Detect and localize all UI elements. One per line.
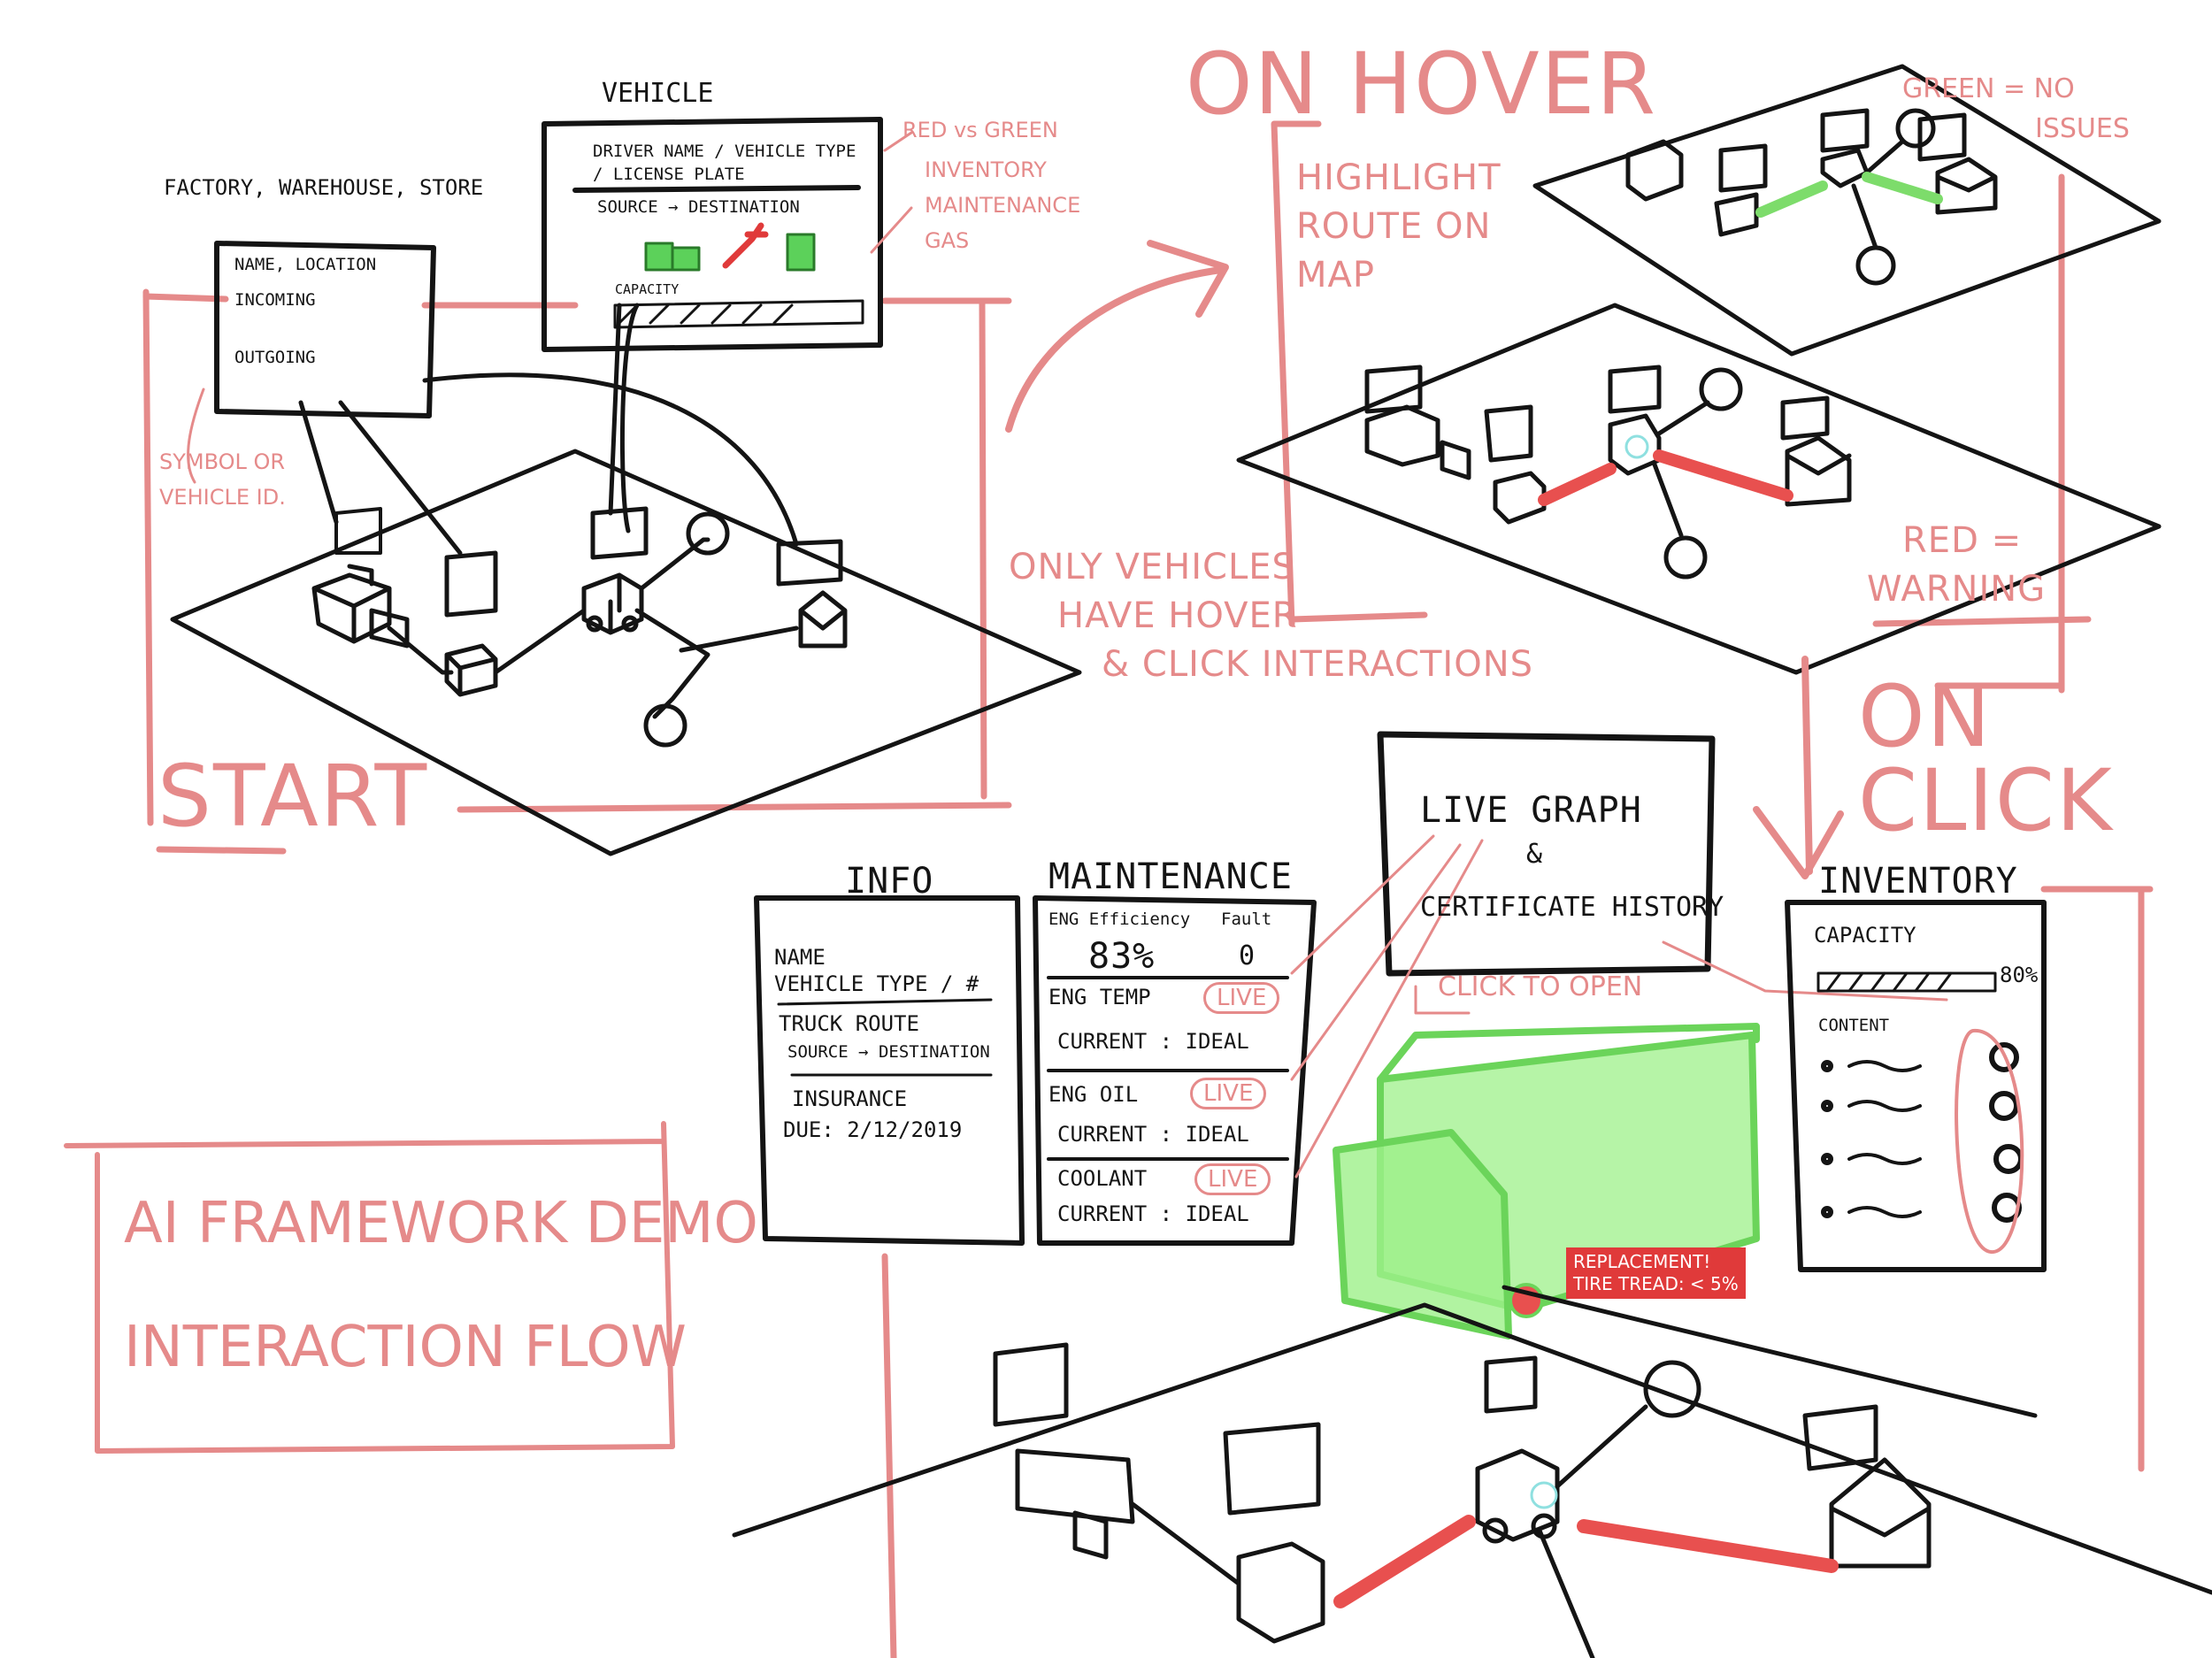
vehicle-card-frame bbox=[541, 117, 883, 352]
inventory-card-frame bbox=[1785, 900, 2047, 1272]
eng-efficiency-value: 83% bbox=[1088, 936, 1156, 977]
alert-line-1: REPLACEMENT! bbox=[1573, 1251, 1711, 1272]
click-title-1: ON bbox=[1858, 667, 1993, 766]
factory-card-incoming: INCOMING bbox=[234, 290, 316, 310]
start-title: START bbox=[157, 747, 429, 846]
note-symbol-1: SYMBOL OR bbox=[159, 449, 286, 474]
factory-caption: FACTORY, WAREHOUSE, STORE bbox=[164, 175, 484, 200]
info-truck-route: TRUCK ROUTE bbox=[779, 1011, 919, 1036]
note-red-2: WARNING bbox=[1867, 569, 2047, 610]
vehicle-caption: VEHICLE bbox=[602, 78, 714, 109]
click-title-2: CLICK bbox=[1858, 751, 2114, 850]
vehicle-card-plate: / LICENSE PLATE bbox=[593, 165, 745, 184]
arrow-start-to-hover bbox=[1005, 240, 1229, 433]
note-green-1: GREEN = NO bbox=[1902, 73, 2075, 104]
eng-efficiency-label: ENG Efficiency bbox=[1048, 910, 1191, 929]
hover-route-green bbox=[1755, 172, 1943, 218]
vehicle-card-capacity: CAPACITY bbox=[615, 281, 680, 297]
live-graph-title[interactable]: LIVE GRAPH bbox=[1420, 790, 1642, 831]
arrow-hover-to-click bbox=[1753, 656, 1844, 879]
certificate-history[interactable]: CERTIFICATE HISTORY bbox=[1420, 892, 1724, 923]
factory-card-outgoing: OUTGOING bbox=[234, 348, 316, 367]
inventory-capacity-pct: 80% bbox=[2000, 963, 2039, 987]
eng-temp-current: CURRENT : IDEAL bbox=[1057, 1029, 1249, 1054]
info-title: INFO bbox=[845, 861, 934, 902]
note-red-green-2: INVENTORY bbox=[925, 157, 1047, 182]
note-highlight-1: HIGHLIGHT bbox=[1296, 157, 1502, 198]
start-map bbox=[170, 303, 1082, 856]
click-to-open-note: CLICK TO OPEN bbox=[1438, 971, 1643, 1002]
coolant-live-button[interactable]: LIVE bbox=[1194, 1163, 1271, 1195]
hover-map-top bbox=[1532, 64, 2162, 357]
note-red-green-3: MAINTENANCE bbox=[925, 193, 1081, 218]
inventory-content: CONTENT bbox=[1818, 1016, 1890, 1035]
info-insurance: INSURANCE bbox=[792, 1086, 908, 1111]
note-highlight-3: MAP bbox=[1296, 255, 1375, 296]
maintenance-title: MAINTENANCE bbox=[1048, 856, 1293, 897]
factory-card-frame bbox=[214, 241, 436, 418]
inventory-capacity: CAPACITY bbox=[1814, 923, 1916, 948]
note-only-1: ONLY VEHICLES bbox=[1009, 547, 1295, 587]
vehicle-card-driver: DRIVER NAME / VEHICLE TYPE bbox=[593, 142, 856, 161]
eng-temp-label: ENG TEMP bbox=[1048, 985, 1151, 1009]
hover-frame bbox=[1271, 120, 2092, 694]
live-connectors bbox=[1290, 834, 1948, 1178]
click-map bbox=[732, 1285, 2212, 1658]
note-only-2: HAVE HOVER bbox=[1057, 595, 1298, 636]
coolant-label: COOLANT bbox=[1057, 1166, 1148, 1191]
footer-frame bbox=[64, 1121, 675, 1454]
info-card-frame bbox=[754, 895, 1025, 1246]
live-graph-amp: & bbox=[1526, 839, 1543, 870]
fault-label: Fault bbox=[1221, 910, 1272, 929]
footer-line-1: AI FRAMEWORK DEMO bbox=[124, 1191, 758, 1256]
note-green-2: ISSUES bbox=[2035, 113, 2130, 144]
eng-temp-live-button[interactable]: LIVE bbox=[1203, 982, 1280, 1014]
vehicle-card-route: SOURCE → DESTINATION bbox=[597, 197, 800, 217]
fault-value: 0 bbox=[1239, 940, 1256, 971]
info-name: NAME bbox=[774, 945, 826, 970]
note-red-1: RED = bbox=[1902, 520, 2023, 561]
note-red-green-1: RED vs GREEN bbox=[902, 118, 1058, 142]
click-frame bbox=[881, 886, 2154, 1658]
click-route-red bbox=[1333, 1515, 1839, 1608]
info-vehicle-type: VEHICLE TYPE / # bbox=[774, 971, 979, 996]
factory-card-name: NAME, LOCATION bbox=[234, 255, 377, 274]
note-only-3: & CLICK INTERACTIONS bbox=[1102, 644, 1534, 685]
note-highlight-2: ROUTE ON bbox=[1296, 206, 1492, 247]
inventory-title: INVENTORY bbox=[1818, 861, 2018, 902]
note-symbol-2: VEHICLE ID. bbox=[159, 485, 286, 510]
footer-line-2: INTERACTION FLOW bbox=[124, 1315, 687, 1380]
note-red-green-4: GAS bbox=[925, 228, 970, 253]
hover-title: ON HOVER bbox=[1186, 35, 1657, 134]
alert-badge[interactable]: REPLACEMENT! TIRE TREAD: < 5% bbox=[1566, 1247, 1746, 1299]
info-route: SOURCE → DESTINATION bbox=[787, 1042, 990, 1062]
eng-oil-live-button[interactable]: LIVE bbox=[1190, 1078, 1267, 1109]
info-due: DUE: 2/12/2019 bbox=[783, 1117, 963, 1142]
eng-oil-label: ENG OIL bbox=[1048, 1082, 1139, 1107]
live-graph-frame bbox=[1377, 731, 1716, 977]
coolant-current: CURRENT : IDEAL bbox=[1057, 1201, 1249, 1226]
eng-oil-current: CURRENT : IDEAL bbox=[1057, 1122, 1249, 1147]
maintenance-card-frame bbox=[1033, 895, 1317, 1246]
alert-line-2: TIRE TREAD: < 5% bbox=[1573, 1273, 1739, 1294]
inventory-content-oval bbox=[1955, 1028, 2024, 1255]
hover-route-red bbox=[1538, 449, 1793, 506]
